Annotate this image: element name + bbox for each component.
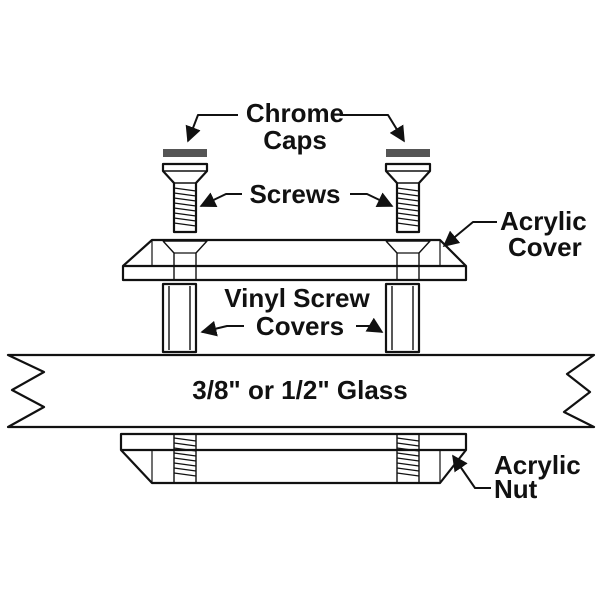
label-acrylic-nut-2: Nut xyxy=(494,474,538,504)
label-acrylic-cover-1: Acrylic xyxy=(500,206,587,236)
left-screw xyxy=(161,162,209,234)
label-vinyl-screw: Vinyl Screw xyxy=(224,283,370,313)
left-chrome-cap xyxy=(163,149,207,157)
label-glass: 3/8" or 1/2" Glass xyxy=(192,375,408,405)
left-vinyl-screw-cover xyxy=(161,282,198,354)
right-screw xyxy=(384,162,432,234)
leader-vinyl-covers-right xyxy=(356,317,384,333)
label-screws: Screws xyxy=(249,179,341,209)
right-chrome-cap xyxy=(386,149,430,157)
leader-screws-left xyxy=(199,192,242,207)
leader-acrylic-nut xyxy=(452,454,491,489)
label-caps: Caps xyxy=(263,125,327,155)
label-acrylic-cover-2: Cover xyxy=(508,232,582,262)
leader-screws-right xyxy=(350,192,394,207)
label-chrome: Chrome xyxy=(245,98,345,128)
acrylic-cover xyxy=(121,238,468,282)
leader-chrome-caps-left xyxy=(185,114,238,143)
leader-vinyl-covers-left xyxy=(200,320,244,337)
right-vinyl-screw-cover xyxy=(384,282,421,354)
label-acrylic-nut-1: Acrylic xyxy=(494,450,581,480)
leader-acrylic-cover xyxy=(442,221,497,248)
leader-chrome-caps-right xyxy=(340,114,405,143)
glass-panel xyxy=(6,353,596,429)
label-covers: Covers xyxy=(255,311,345,341)
acrylic-nut xyxy=(119,432,468,485)
